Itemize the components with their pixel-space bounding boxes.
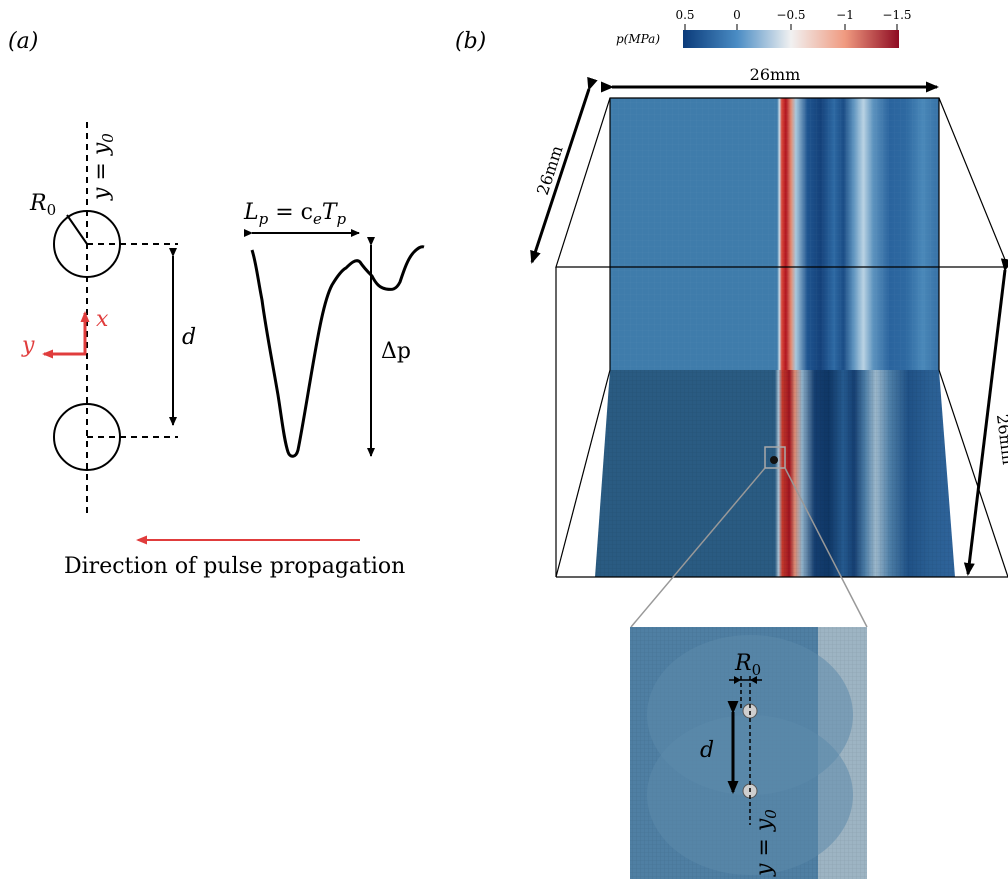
dim-top-label: 26mm — [750, 65, 801, 84]
colorbar-title: p(MPa) — [616, 32, 660, 46]
direction-label: Direction of pulse propagation — [64, 554, 405, 579]
dim-right-label: 26mm — [993, 413, 1008, 466]
colorbar: p(MPa) 0.5 0 −0.5 −1 −1.5 — [616, 8, 912, 48]
radius-label: R0 — [29, 191, 56, 219]
y-label: y — [21, 333, 35, 358]
panel-a-label: (a) — [8, 29, 38, 54]
zoom-box — [764, 446, 786, 469]
pulse-length-label: Lp = ceTp — [243, 200, 347, 228]
zoom-line-left — [630, 467, 766, 628]
zoom-line-right — [784, 467, 868, 628]
inset: R0 d y = y0 — [630, 627, 867, 879]
pulse-waveform — [250, 245, 425, 458]
inset-radius-label: R0 — [734, 651, 761, 679]
dim-left-arrow — [530, 76, 598, 264]
panel-a: (a) y = y0 R0 d x y Lp = ceTp Δp — [8, 29, 425, 579]
colorbar-tick: 0 — [733, 8, 741, 22]
colorbar-tick: −0.5 — [776, 8, 805, 22]
dim-right-arrow — [963, 258, 1008, 576]
colorbar-tick: 0.5 — [675, 8, 694, 22]
amplitude-label: Δp — [381, 339, 411, 364]
bubble-marker — [770, 456, 778, 464]
colorbar-tick: −1 — [836, 8, 854, 22]
colorbar-gradient — [683, 30, 899, 48]
distance-label: d — [182, 325, 196, 350]
panel-b-label: (b) — [455, 29, 486, 54]
inset-axis-label: y = y0 — [752, 809, 780, 877]
colorbar-tick: −1.5 — [882, 8, 911, 22]
axis-line-label: y = y0 — [89, 133, 117, 201]
radius-line — [66, 214, 88, 245]
panel-b: (b) p(MPa) 0.5 0 −0.5 −1 −1.5 — [455, 8, 1008, 879]
inset-distance-label: d — [700, 738, 714, 763]
x-label: x — [96, 307, 109, 332]
